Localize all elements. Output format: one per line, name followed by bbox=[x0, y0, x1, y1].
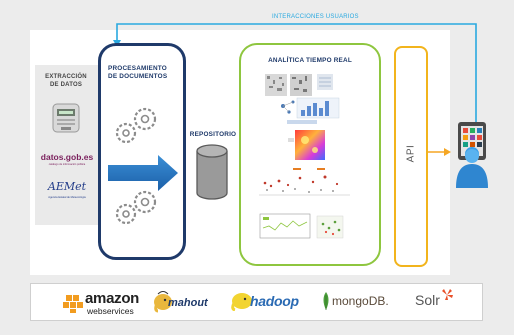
hadoop-logo-text: hadoop bbox=[250, 293, 299, 309]
processing-title: PROCESAMIENTO DE DOCUMENTOS bbox=[108, 65, 168, 80]
database-cylinder-icon bbox=[196, 144, 228, 200]
repository-title: REPOSITORIO bbox=[189, 131, 237, 138]
mahout-logo-text: mahout bbox=[168, 297, 208, 309]
data-sources-box bbox=[35, 65, 98, 225]
api-box bbox=[394, 46, 428, 267]
processing-flow-arrow-icon bbox=[108, 155, 178, 191]
user-with-tablet-icon bbox=[456, 122, 488, 188]
mahout-elephant-icon bbox=[154, 291, 172, 313]
aemet-logo: AEMet bbox=[47, 180, 87, 193]
api-label: API bbox=[405, 144, 417, 163]
aws-cubes-icon bbox=[63, 295, 83, 313]
datos-gob-logo: datos.gob.es bbox=[40, 152, 94, 162]
gears-icon bbox=[115, 107, 157, 144]
smart-meter-icon bbox=[52, 103, 80, 133]
mongodb-logo-text: mongoDB. bbox=[332, 294, 389, 308]
analytics-title: ANALÍTICA TIEMPO REAL bbox=[268, 57, 352, 64]
document-processing-box bbox=[98, 43, 186, 260]
aemet-subtitle: Agencia Estatal de Meteorología bbox=[48, 196, 86, 199]
data-sources-title: EXTRACCIÓN DE DATOS bbox=[45, 74, 87, 88]
datos-gob-subtitle: catálogo de información pública bbox=[48, 163, 86, 166]
solr-sun-icon bbox=[442, 289, 453, 300]
hadoop-elephant-icon bbox=[231, 293, 252, 311]
mongodb-leaf-icon bbox=[323, 292, 329, 310]
api-to-user-arrow-icon bbox=[428, 148, 451, 156]
technology-logos-strip bbox=[30, 283, 483, 321]
analytics-visualizations bbox=[259, 74, 350, 239]
amazon-logo-text: amazon bbox=[85, 290, 140, 307]
gears-icon bbox=[115, 190, 157, 225]
solr-logo-text: Solr bbox=[415, 292, 440, 308]
interaction-label: INTERACCIONES USUARIOS bbox=[272, 14, 359, 20]
amazon-webservices-text: webservices bbox=[87, 306, 134, 316]
